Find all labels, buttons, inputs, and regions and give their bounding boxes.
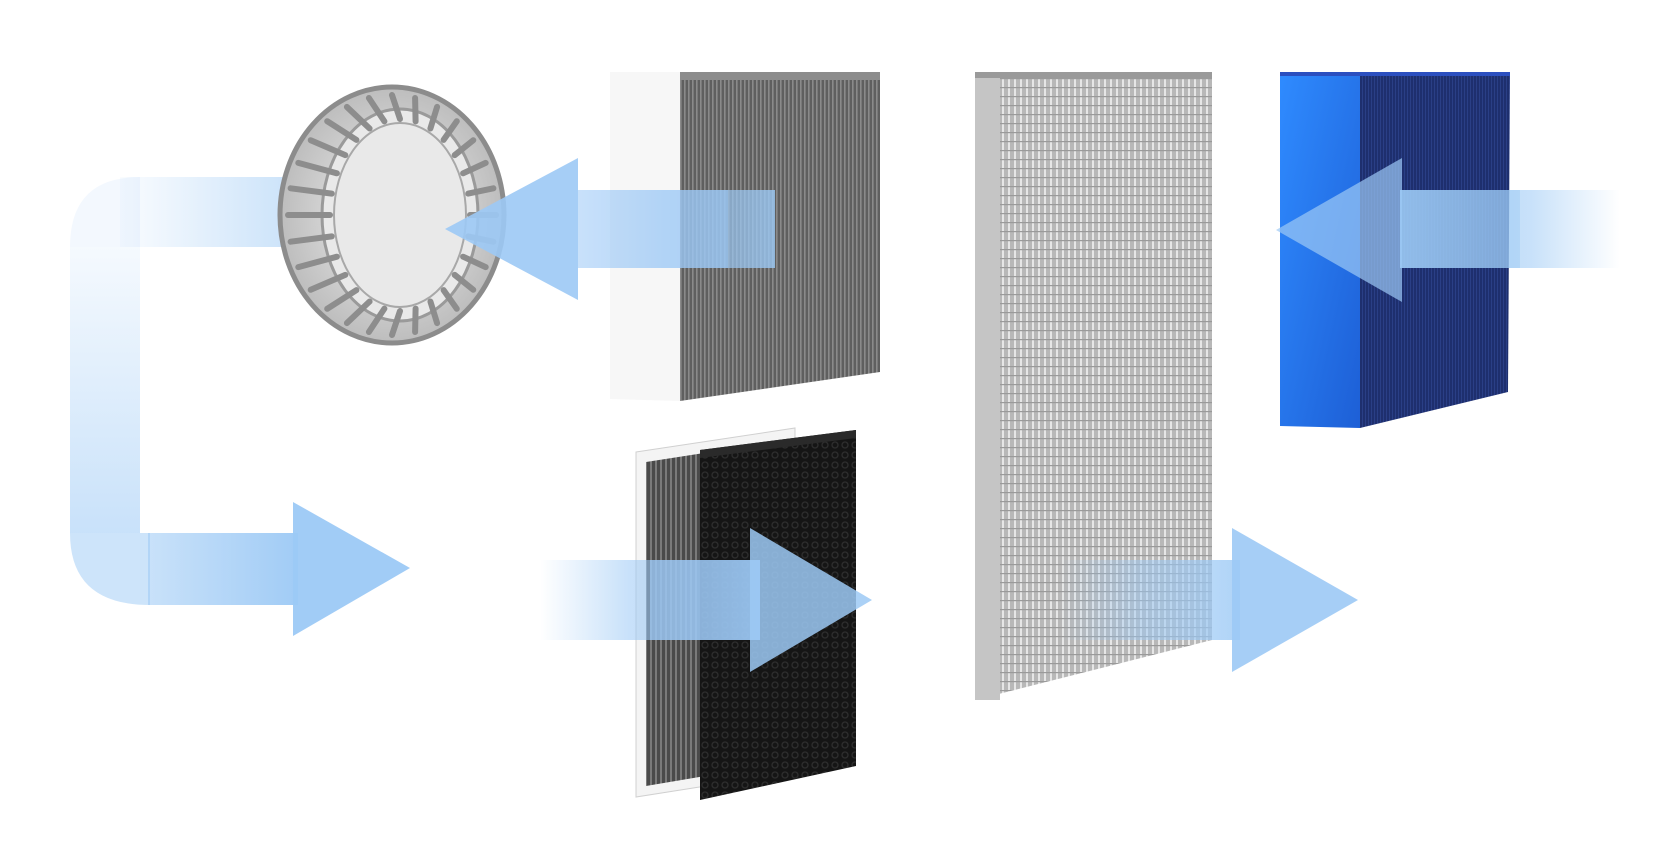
fan-blade bbox=[307, 271, 349, 293]
aluminum-heat-exchanger-icon bbox=[975, 72, 1212, 700]
fan-blade bbox=[440, 287, 460, 312]
fan-blade bbox=[451, 137, 477, 159]
fan-blade bbox=[465, 185, 497, 197]
fan-blade bbox=[412, 95, 419, 125]
fan-blade bbox=[412, 305, 419, 335]
fan-blade bbox=[365, 95, 388, 125]
lower-right-arrow bbox=[1060, 528, 1358, 672]
fan-blade bbox=[451, 271, 477, 293]
fan-blade bbox=[365, 305, 388, 335]
fan-blade bbox=[287, 185, 335, 197]
return-loop-arrow bbox=[70, 177, 300, 605]
lower-left-arrow bbox=[148, 502, 410, 636]
fan-blade bbox=[295, 253, 340, 271]
upper-left-arrow bbox=[445, 158, 775, 300]
fan-blade bbox=[287, 233, 335, 245]
fan-blade bbox=[343, 103, 373, 132]
fan-blade bbox=[343, 298, 373, 327]
centrifugal-fan-icon bbox=[277, 84, 507, 346]
fan-blade bbox=[460, 159, 489, 177]
fan-blade bbox=[389, 92, 403, 122]
fan-blade bbox=[324, 118, 360, 143]
fan-blade bbox=[460, 253, 489, 271]
fan-blade bbox=[295, 159, 340, 177]
fan-blade bbox=[307, 137, 349, 159]
fan-blade bbox=[440, 118, 460, 143]
fan-blade bbox=[324, 287, 360, 312]
lower-middle-arrow bbox=[540, 528, 872, 672]
fan-blade bbox=[389, 308, 403, 338]
fan-blade bbox=[427, 298, 441, 327]
upper-right-arrow bbox=[1276, 158, 1620, 302]
fan-blade bbox=[427, 103, 441, 132]
